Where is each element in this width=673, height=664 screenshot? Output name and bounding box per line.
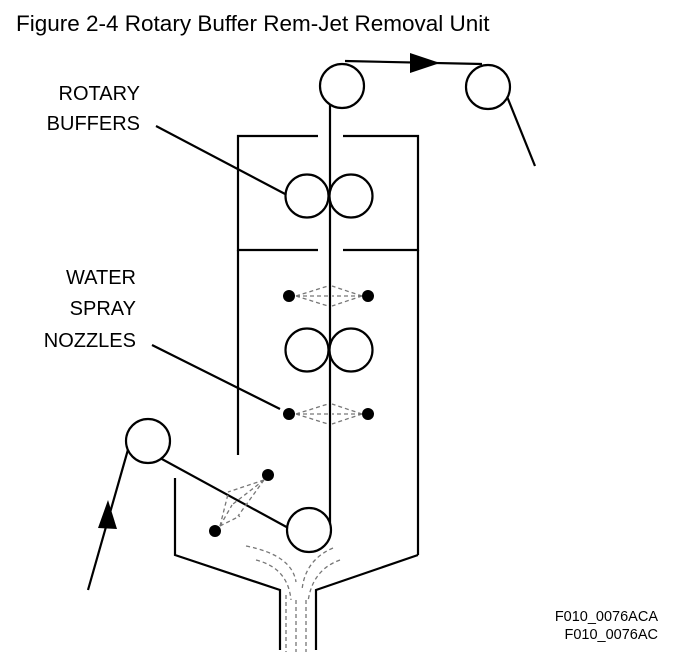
figure-title: Figure 2-4 Rotary Buffer Rem-Jet Removal… (16, 11, 490, 36)
spray-nozzle (262, 469, 274, 481)
arrow-right-icon (410, 53, 440, 73)
figure-code-line1: F010_0076ACA (555, 609, 659, 625)
roller-top-left (318, 62, 366, 110)
roller-top-right (464, 63, 512, 111)
rotary-buffer-left (284, 173, 330, 219)
label-rotary-buffers-line1: ROTARY (59, 83, 141, 105)
drain-flow (245, 545, 341, 652)
label-water-spray-line3: NOZZLES (44, 330, 136, 352)
spray-pattern (295, 285, 363, 307)
spray-pattern (295, 403, 363, 425)
upper-housing-right (343, 134, 420, 252)
spray-nozzle (362, 408, 374, 420)
upper-housing-left (236, 134, 318, 252)
collection-tank (173, 478, 419, 650)
roller-entry (124, 417, 172, 465)
label-rotary-buffers-line2: BUFFERS (47, 113, 140, 135)
spray-pattern (219, 479, 265, 527)
film-web-exit (504, 93, 537, 167)
roller-bottom (285, 506, 333, 554)
label-water-spray-line2: SPRAY (70, 298, 136, 320)
rotary-buffer-right (328, 173, 374, 219)
leader-water-spray (151, 344, 281, 410)
buffer-roller-right (328, 327, 374, 373)
leader-rotary-buffers (155, 125, 288, 196)
arrow-up-icon (98, 500, 117, 529)
spray-nozzle (283, 408, 295, 420)
label-water-spray-line1: WATER (66, 267, 136, 289)
spray-nozzle (209, 525, 221, 537)
figure-code-line2: F010_0076AC (564, 627, 658, 643)
spray-nozzle (283, 290, 295, 302)
buffer-roller-left (284, 327, 330, 373)
spray-nozzle (362, 290, 374, 302)
